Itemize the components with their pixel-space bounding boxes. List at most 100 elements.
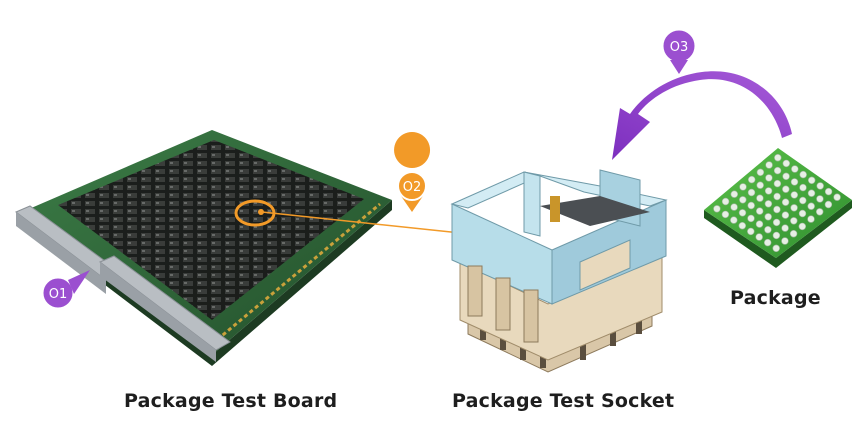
solder-ball	[816, 182, 824, 190]
solder-ball	[738, 222, 746, 230]
solder-ball	[755, 233, 763, 241]
solder-ball	[747, 175, 756, 184]
solder-ball	[816, 195, 824, 203]
socket-leg	[467, 265, 483, 317]
solder-ball	[773, 179, 782, 188]
solder-ball	[781, 211, 790, 219]
solder-ball	[747, 201, 755, 210]
bga-package	[704, 148, 852, 268]
marker-01: O1	[40, 270, 90, 311]
socket-spring	[550, 196, 560, 222]
socket-back-wall-left	[523, 171, 541, 237]
solder-ball	[773, 192, 781, 201]
marker-03-tail	[670, 60, 688, 74]
board-connector-right	[99, 255, 231, 351]
caption-package: Package	[730, 287, 821, 309]
solder-ball	[807, 215, 815, 223]
solder-ball	[790, 204, 798, 212]
solder-ball	[730, 190, 738, 198]
solder-ball	[747, 188, 756, 197]
marker-02: O2	[234, 132, 471, 235]
solder-ball	[807, 176, 816, 185]
solder-ball	[721, 210, 730, 219]
board-socket-array	[58, 140, 364, 320]
solder-ball	[772, 244, 780, 253]
board-connector-right-face	[100, 262, 216, 362]
solder-ball	[764, 213, 772, 221]
solder-ball	[782, 185, 790, 193]
solder-ball	[772, 231, 781, 240]
marker-02-inner	[397, 171, 427, 201]
chip-side	[704, 200, 852, 268]
solder-ball	[790, 191, 798, 199]
solder-ball	[798, 222, 806, 231]
marker-03: O3	[660, 27, 698, 74]
caption-package-test-socket: Package Test Socket	[452, 390, 675, 412]
solder-ball	[747, 214, 755, 223]
connector-line	[261, 211, 471, 235]
solder-ball	[756, 181, 764, 189]
marker-02-tail	[401, 196, 423, 212]
solder-ball	[765, 161, 773, 169]
solder-ball	[739, 183, 747, 191]
marker-01-label: O1	[49, 287, 68, 302]
socket-frame-notch	[579, 239, 631, 291]
package-test-board	[15, 130, 392, 366]
package-test-socket	[450, 169, 668, 373]
board-contact-strip	[211, 202, 381, 346]
solder-ball	[782, 159, 790, 168]
solder-ball	[789, 230, 798, 238]
solder-ball	[833, 193, 841, 201]
solder-ball	[807, 189, 816, 197]
solder-ball	[764, 187, 773, 195]
focus-dot	[258, 209, 264, 215]
solder-ball	[782, 172, 790, 181]
curved-arrow-icon	[612, 71, 792, 160]
solder-ball	[824, 187, 833, 196]
solder-ball	[755, 207, 764, 215]
solder-ball	[730, 216, 738, 224]
solder-ball	[747, 227, 755, 236]
marker-03-label: O3	[670, 40, 689, 55]
solder-ball	[738, 209, 747, 217]
solder-ball	[791, 165, 799, 173]
solder-ball	[713, 205, 721, 213]
marker-02-label: O2	[403, 180, 422, 195]
socket-body	[459, 253, 663, 361]
socket-cavity	[540, 196, 650, 226]
solder-ball	[799, 170, 807, 179]
transfer-arrow	[612, 71, 792, 160]
solder-ball	[765, 174, 773, 182]
socket-leg	[495, 277, 511, 331]
marker-02-pin	[394, 132, 431, 168]
solder-ball	[790, 217, 798, 225]
caption-package-test-board: Package Test Board	[124, 390, 338, 412]
chip-top	[704, 148, 852, 258]
solder-ball	[763, 238, 772, 247]
solder-ball	[756, 194, 764, 202]
solder-ball	[764, 200, 773, 208]
solder-ball	[721, 197, 730, 206]
solder-ball	[756, 168, 765, 177]
solder-ball	[773, 205, 781, 214]
solder-ball-grid	[713, 154, 841, 253]
solder-ball	[807, 202, 815, 210]
socket-leg	[523, 289, 539, 343]
solder-ball	[799, 183, 807, 192]
solder-ball	[824, 200, 833, 209]
solder-ball	[772, 218, 781, 227]
solder-ball	[730, 203, 738, 211]
solder-ball	[755, 220, 764, 228]
solder-ball	[799, 196, 807, 205]
solder-ball	[781, 198, 790, 206]
solder-ball	[815, 208, 824, 216]
solder-ball	[739, 196, 747, 204]
solder-ball	[790, 178, 799, 186]
solder-ball	[773, 166, 782, 175]
solder-ball	[774, 154, 782, 162]
solder-ball	[781, 224, 789, 232]
marker-01-tail	[68, 270, 90, 294]
solder-ball	[781, 237, 789, 245]
solder-ball	[764, 226, 772, 234]
